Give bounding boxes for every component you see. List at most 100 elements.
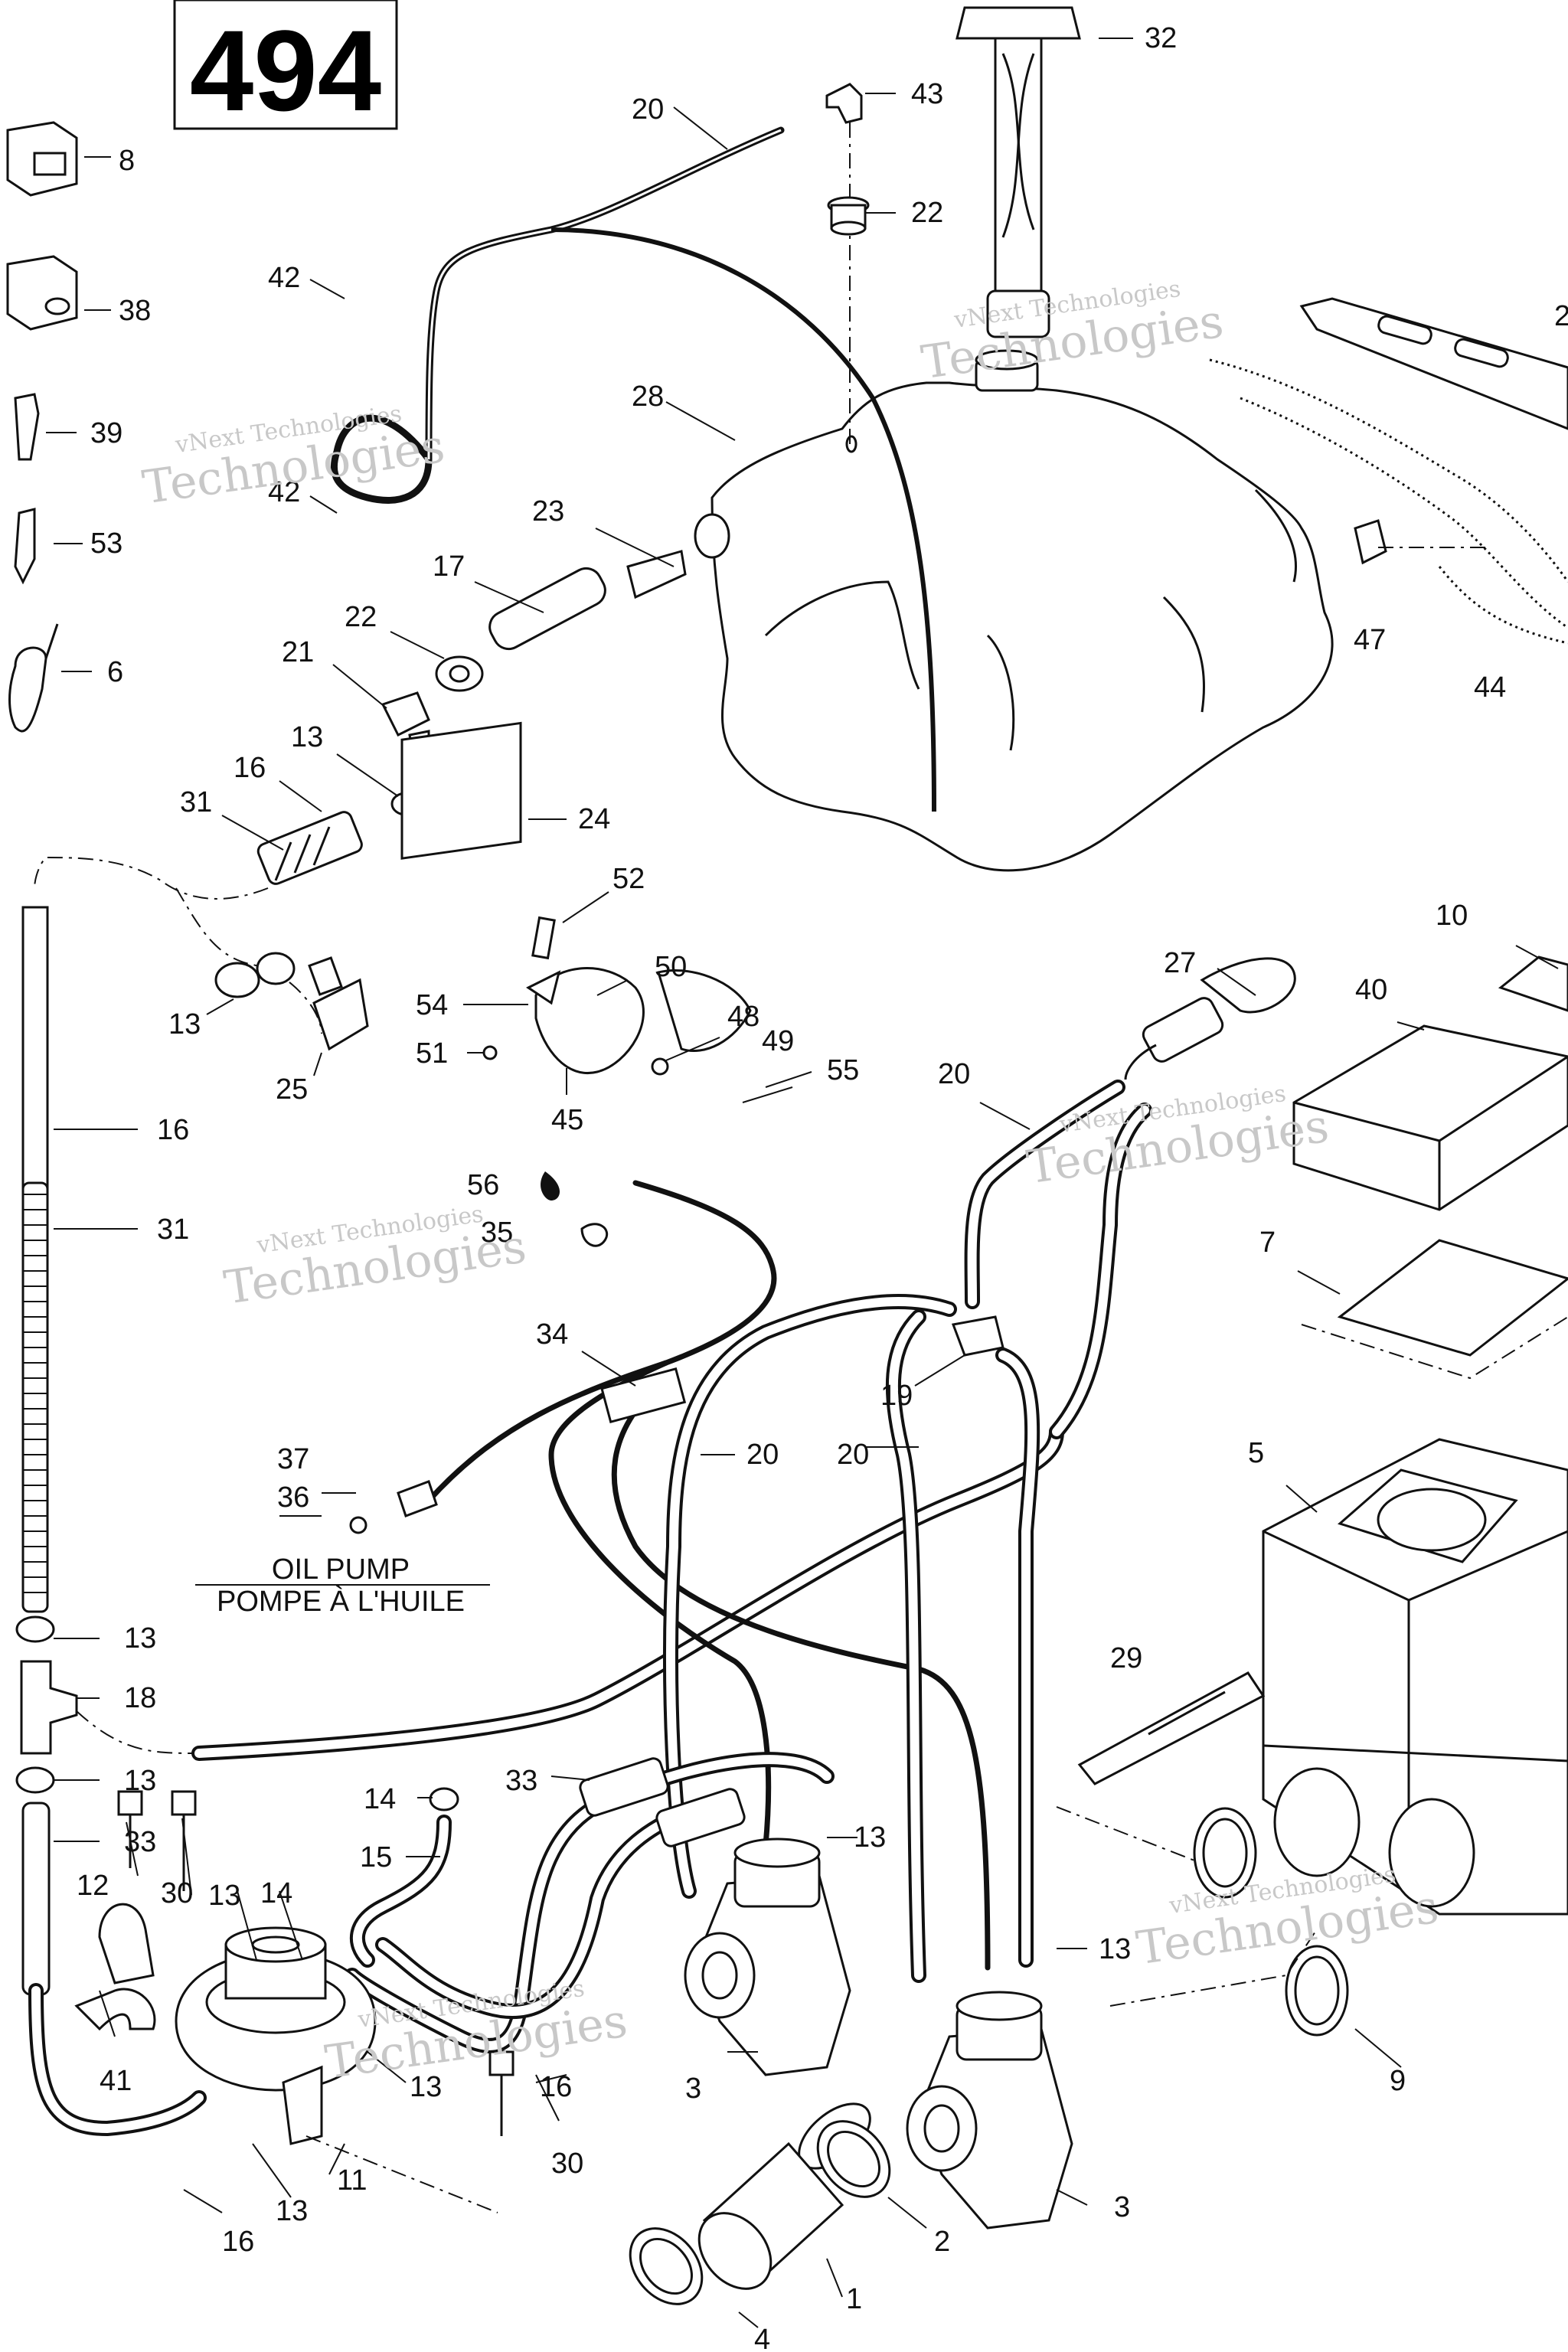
callout-45: 45 bbox=[551, 1104, 583, 1136]
callout-48: 48 bbox=[727, 1001, 760, 1033]
callout-13-e: 13 bbox=[854, 1821, 886, 1854]
callout-52: 52 bbox=[612, 863, 645, 895]
connector-38 bbox=[6, 255, 78, 331]
watermark-4: vNext Technologies Technologies bbox=[1024, 1080, 1332, 1194]
watermark-6: vNext Technologies Technologies bbox=[1133, 1861, 1442, 1975]
choke-cable-27 bbox=[964, 957, 1296, 1439]
terminal-53 bbox=[14, 508, 36, 585]
oil-lines-33 bbox=[345, 1752, 835, 2053]
callout-51: 51 bbox=[416, 1037, 448, 1070]
callout-13-i: 13 bbox=[276, 2195, 308, 2227]
callout-23: 23 bbox=[532, 495, 564, 528]
callout-2-edge: 2 bbox=[1554, 300, 1568, 332]
callout-22-top: 22 bbox=[911, 197, 943, 229]
part-43-fitting bbox=[825, 83, 863, 452]
callout-25: 25 bbox=[276, 1073, 308, 1106]
callout-31-b: 31 bbox=[157, 1214, 189, 1246]
callout-14-b: 14 bbox=[260, 1877, 292, 1909]
connector-8 bbox=[6, 121, 78, 197]
terminal-39 bbox=[14, 393, 40, 461]
vertical-fuel-hose bbox=[15, 906, 207, 2136]
callout-15: 15 bbox=[360, 1841, 392, 1873]
callout-39: 39 bbox=[90, 417, 122, 449]
oil-pump-caption: OIL PUMP POMPE À L'HUILE bbox=[195, 1553, 490, 1618]
callout-20-top: 20 bbox=[632, 93, 664, 126]
strap-29 bbox=[1077, 1671, 1266, 1785]
callout-49: 49 bbox=[762, 1025, 794, 1057]
fuel-tank bbox=[694, 349, 1334, 872]
callout-22-mid: 22 bbox=[345, 601, 377, 633]
callout-20-d: 20 bbox=[837, 1439, 869, 1471]
callout-54: 54 bbox=[416, 989, 448, 1021]
page-number: 494 bbox=[190, 6, 381, 135]
carburetor-1 bbox=[684, 1838, 851, 2076]
callout-50: 50 bbox=[655, 951, 687, 983]
callout-labels: 8 38 39 53 6 42 42 32 43 22 20 28 47 44 … bbox=[77, 22, 1568, 2352]
vent-line bbox=[330, 126, 936, 812]
watermark-3: vNext Technologies Technologies bbox=[220, 1200, 529, 1315]
callout-17: 17 bbox=[433, 550, 465, 583]
callout-7: 7 bbox=[1259, 1227, 1276, 1259]
oil-line-main bbox=[76, 1424, 1064, 1761]
callout-28: 28 bbox=[632, 381, 664, 413]
throttle-housing-45 bbox=[482, 916, 752, 1076]
callout-3-b: 3 bbox=[1114, 2191, 1130, 2223]
callout-5: 5 bbox=[1248, 1437, 1264, 1469]
shutoff-valve-25 bbox=[175, 887, 369, 1051]
throttle-cable bbox=[349, 1180, 991, 1971]
label-24 bbox=[400, 721, 522, 860]
air-silencer bbox=[1262, 1438, 1568, 1916]
callout-34: 34 bbox=[536, 1318, 568, 1351]
callout-9: 9 bbox=[1390, 2065, 1406, 2097]
callout-31-a: 31 bbox=[180, 786, 212, 818]
tie-wrap-6 bbox=[8, 623, 59, 733]
clamp-41 bbox=[74, 1988, 156, 2031]
oil-pump bbox=[98, 1903, 377, 2145]
callout-2: 2 bbox=[934, 2226, 950, 2258]
callout-13-g: 13 bbox=[208, 1880, 240, 1912]
callout-8: 8 bbox=[119, 145, 135, 177]
callout-13-d: 13 bbox=[124, 1765, 156, 1797]
callout-1: 1 bbox=[846, 2283, 862, 2315]
callout-16-b: 16 bbox=[157, 1114, 189, 1146]
page-number-box: 494 bbox=[173, 0, 398, 135]
sleeves-9 bbox=[1056, 1806, 1349, 2037]
callout-14-a: 14 bbox=[364, 1783, 396, 1815]
small-hardware bbox=[541, 1171, 609, 1247]
callout-13-f: 13 bbox=[1099, 1933, 1131, 1965]
callout-18: 18 bbox=[124, 1682, 156, 1714]
callout-16-d: 16 bbox=[222, 2226, 254, 2258]
callout-55: 55 bbox=[827, 1054, 859, 1086]
callout-30-a: 30 bbox=[161, 1877, 193, 1909]
callout-44: 44 bbox=[1474, 671, 1506, 704]
vent-tee-19 bbox=[663, 1294, 1040, 1983]
callout-13-h: 13 bbox=[410, 2071, 442, 2103]
callout-33-b: 33 bbox=[505, 1765, 537, 1797]
callout-37: 37 bbox=[277, 1443, 309, 1475]
module-40 bbox=[1292, 1024, 1568, 1211]
callout-21: 21 bbox=[282, 636, 314, 668]
callout-47: 47 bbox=[1354, 624, 1386, 656]
plate-10 bbox=[1498, 956, 1568, 1012]
callout-35: 35 bbox=[481, 1217, 513, 1249]
callout-43: 43 bbox=[911, 78, 943, 110]
fuel-valve-assembly bbox=[34, 550, 687, 900]
callout-42-top: 42 bbox=[268, 262, 300, 294]
hose-15 bbox=[350, 1787, 459, 1968]
callout-27: 27 bbox=[1164, 947, 1196, 979]
callout-29: 29 bbox=[1110, 1642, 1142, 1674]
carburetor-2 bbox=[906, 1991, 1073, 2230]
callout-12: 12 bbox=[77, 1870, 109, 1902]
callout-56: 56 bbox=[467, 1169, 499, 1201]
callout-38: 38 bbox=[119, 295, 151, 327]
callout-53: 53 bbox=[90, 528, 122, 560]
bracket-assembly bbox=[1209, 297, 1568, 645]
callout-19: 19 bbox=[880, 1380, 913, 1412]
callout-11: 11 bbox=[337, 2164, 367, 2197]
part-22-grommet-top bbox=[827, 196, 870, 236]
caption-line-1: OIL PUMP bbox=[272, 1553, 410, 1586]
callout-20-b: 20 bbox=[938, 1058, 970, 1090]
callout-13-b: 13 bbox=[168, 1008, 201, 1040]
callout-3-a: 3 bbox=[685, 2073, 701, 2105]
